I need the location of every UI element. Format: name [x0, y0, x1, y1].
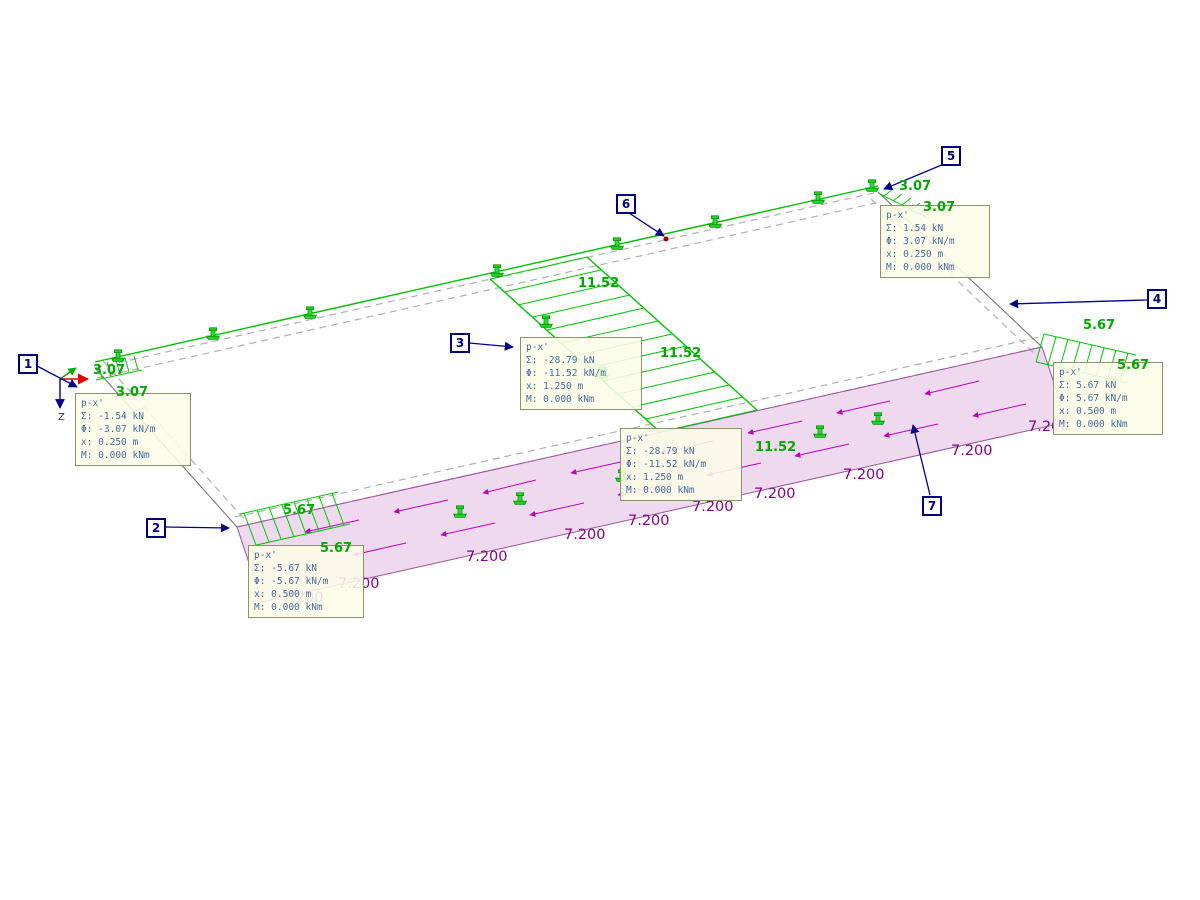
node-label-5[interactable]: 5	[941, 146, 961, 166]
support-icon[interactable]	[206, 327, 220, 340]
leader-line-6	[628, 212, 665, 237]
info-line: x: 0.250 m	[886, 249, 944, 260]
leader-line-7	[910, 424, 931, 496]
purple-load-label: 7.200	[843, 467, 885, 483]
info-line: Σ: 5.67 kN	[1059, 380, 1117, 391]
node-label-1[interactable]: 1	[18, 354, 38, 374]
info-line: Φ: -11.52 kN/m	[626, 459, 707, 470]
green-load-label: 3.07	[116, 385, 149, 400]
z-axis-label: Z	[58, 412, 65, 423]
leader-line-1	[36, 365, 78, 388]
info-line: p-x'	[254, 550, 277, 561]
axis-triad	[55, 367, 90, 409]
green-load-label: 3.07	[93, 363, 126, 378]
info-line: p-x'	[81, 398, 104, 409]
info-line: Σ: -28.79 kN	[526, 355, 595, 366]
green-load-back-edge[interactable]	[94, 185, 879, 363]
purple-load-label: 7.200	[951, 443, 993, 459]
node-label-4[interactable]: 4	[1147, 289, 1167, 309]
green-load-middle-band[interactable]	[489, 256, 758, 433]
green-load-label: 11.52	[578, 276, 620, 291]
info-line: Σ: -28.79 kN	[626, 446, 695, 457]
info-line: Σ: -5.67 kN	[254, 563, 317, 574]
info-line: x: 1.250 m	[626, 472, 684, 483]
green-load-label: 11.52	[755, 440, 797, 455]
info-box: p-x' Σ: 5.67 kN Φ: 5.67 kN/m x: 0.500 m M: 0…	[1053, 362, 1163, 435]
support-icon[interactable]	[811, 191, 825, 204]
info-line: x: 0.500 m	[1059, 406, 1117, 417]
green-load-label: 3.07	[899, 179, 932, 194]
member-marker-dot	[663, 236, 669, 242]
info-line: p-x'	[1059, 367, 1082, 378]
node-label-6[interactable]: 6	[616, 194, 636, 214]
info-line: M: 0.000 kNm	[626, 485, 695, 496]
info-line: p-x'	[626, 433, 649, 444]
green-load-label: 5.67	[320, 541, 353, 556]
leader-line-5	[883, 163, 945, 191]
green-load-label: 5.67	[1083, 318, 1116, 333]
info-line: x: 0.250 m	[81, 437, 139, 448]
info-line: p-x'	[526, 342, 549, 353]
leader-line-4	[1009, 299, 1148, 309]
info-line: M: 0.000 kNm	[526, 394, 595, 405]
purple-load-label: 7.200	[692, 499, 734, 515]
info-box: p-x' Σ: -28.79 kN Φ: -11.52 kN/m x: 1.250 m…	[620, 428, 742, 501]
support-icon[interactable]	[539, 315, 553, 328]
node-label-7[interactable]: 7	[922, 496, 942, 516]
info-line: M: 0.000 kNm	[81, 450, 150, 461]
info-line: Φ: 5.67 kN/m	[1059, 393, 1128, 404]
info-line: M: 0.000 kNm	[1059, 419, 1128, 430]
green-load-label: 5.67	[1117, 358, 1150, 373]
node-label-2[interactable]: 2	[146, 518, 166, 538]
green-load-band-node1[interactable]	[95, 355, 143, 381]
node-label-3[interactable]: 3	[450, 333, 470, 353]
info-line: Σ: -1.54 kN	[81, 411, 144, 422]
purple-load-label: 7.200	[754, 486, 796, 502]
info-line: Φ: -11.52 kN/m	[526, 368, 607, 379]
info-line: Φ: -3.07 kN/m	[81, 424, 156, 435]
green-load-label: 11.52	[660, 346, 702, 361]
info-line: x: 1.250 m	[526, 381, 584, 392]
info-line: x: 0.500 m	[254, 589, 312, 600]
info-line: Φ: -5.67 kN/m	[254, 576, 329, 587]
purple-load-label: 7.200	[466, 549, 508, 565]
purple-load-label: 7.200	[628, 513, 670, 529]
info-box: p-x' Σ: 1.54 kN Φ: 3.07 kN/m x: 0.250 m M: 0…	[880, 205, 990, 278]
info-line: M: 0.000 kNm	[254, 602, 323, 613]
green-load-label: 5.67	[283, 503, 316, 518]
info-line: p-x'	[886, 210, 909, 221]
info-box: p-x' Σ: -28.79 kN Φ: -11.52 kN/m x: 1.250 m…	[520, 337, 642, 410]
leader-line-3	[468, 341, 514, 351]
y-axis-arrow	[59, 367, 77, 380]
node-leaders	[36, 163, 1148, 533]
leader-line-2	[164, 523, 230, 533]
purple-load-label: 7.200	[564, 527, 606, 543]
info-line: Φ: 3.07 kN/m	[886, 236, 955, 247]
green-load-band-node2[interactable]	[239, 491, 351, 547]
info-box: p-x' Σ: -5.67 kN Φ: -5.67 kN/m x: 0.500 m M:…	[248, 545, 364, 618]
info-line: M: 0.000 kNm	[886, 262, 955, 273]
info-line: Σ: 1.54 kN	[886, 223, 944, 234]
info-box: p-x' Σ: -1.54 kN Φ: -3.07 kN/m x: 0.250 m M:…	[75, 393, 191, 466]
support-icon[interactable]	[865, 179, 879, 192]
green-load-label: 3.07	[923, 200, 956, 215]
